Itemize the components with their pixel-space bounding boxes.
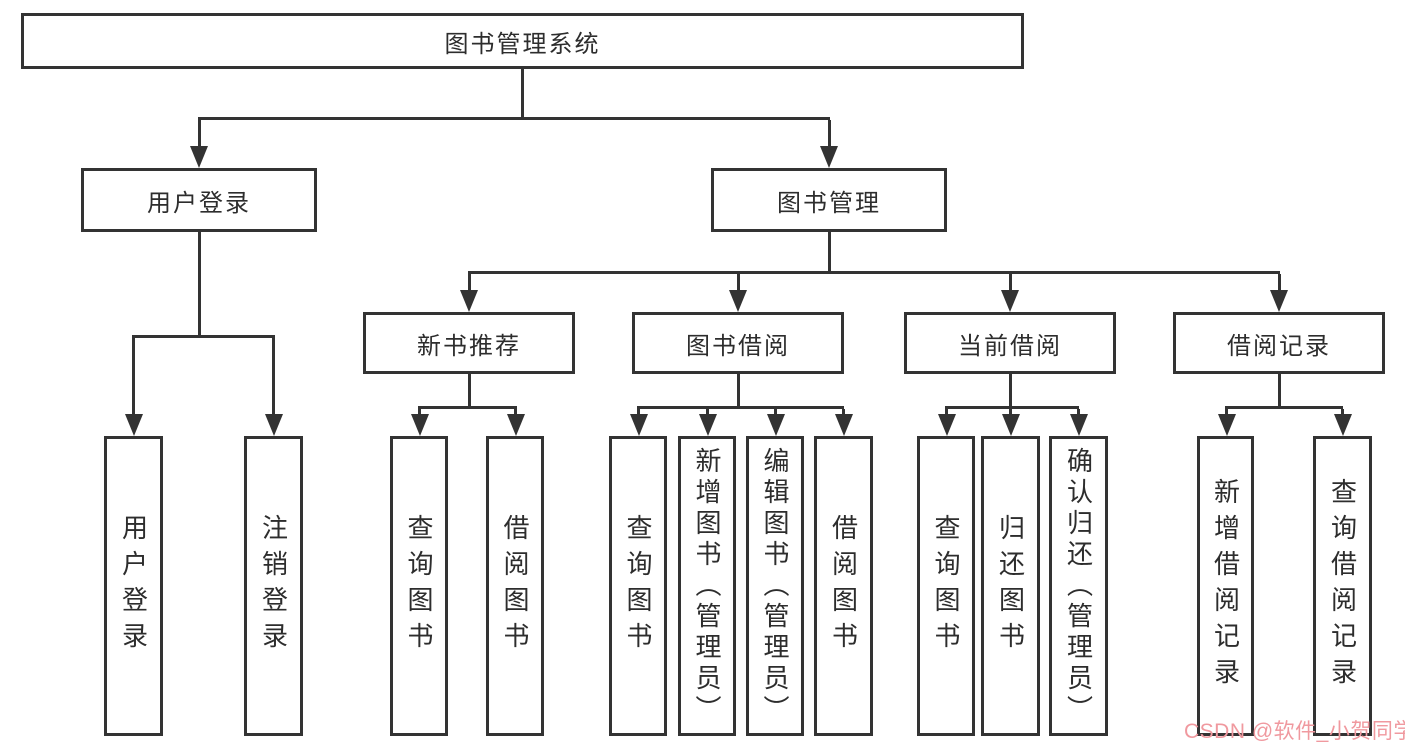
connector-borrowrecords-stem xyxy=(1278,374,1281,409)
arrow-to-current-borrowing xyxy=(1001,290,1019,312)
leaf-logout: 注销登录 xyxy=(244,436,303,736)
connector-book-mgmt-drop xyxy=(828,120,831,146)
connector-book-mgmt-stem xyxy=(828,232,831,274)
node-label: 新增借阅记录 xyxy=(1210,478,1241,694)
node-label: 查询借阅记录 xyxy=(1327,478,1358,694)
connector-leaf-logout-drop xyxy=(272,338,275,414)
connector-user-login-drop xyxy=(198,120,201,146)
connector-borrowrecords-drop xyxy=(1278,274,1281,290)
arrow-to-leaf-query-books-1 xyxy=(411,414,429,436)
node-label: 借阅图书 xyxy=(828,514,859,658)
connector-drop xyxy=(1341,409,1344,414)
node-label: 用户登录 xyxy=(118,514,149,658)
arrow-to-leaf-logout xyxy=(265,414,283,436)
node-label: 注销登录 xyxy=(258,514,289,658)
connector-currentborrow-rail xyxy=(945,406,1079,409)
arrow-to-leaf-add-books xyxy=(699,414,717,436)
watermark: CSDN @软件_小贺同学 xyxy=(1184,720,1405,743)
leaf-user-login: 用户登录 xyxy=(104,436,163,736)
leaf-add-borrow-record: 新增借阅记录 xyxy=(1197,436,1254,736)
connector-root-stem xyxy=(521,69,524,120)
node-label: 查询图书 xyxy=(931,514,961,658)
node-label: 确认归还（管理员） xyxy=(1063,446,1094,726)
leaf-borrow-books-2: 借阅图书 xyxy=(814,436,873,736)
leaf-query-books-2: 查询图书 xyxy=(609,436,667,736)
connector-book-mgmt-rail xyxy=(468,271,1280,274)
leaf-edit-books-admin: 编辑图书（管理员） xyxy=(746,436,804,736)
connector-drop xyxy=(945,409,948,414)
arrow-to-book-borrowing xyxy=(729,290,747,312)
node-book-management: 图书管理 xyxy=(711,168,947,232)
connector-drop xyxy=(1077,409,1080,414)
arrow-to-new-book-recommendation xyxy=(460,290,478,312)
node-label: 用户登录 xyxy=(147,189,251,217)
connector-drop xyxy=(774,409,777,414)
connector-currentborrow-drop xyxy=(1009,274,1012,290)
connector-drop xyxy=(637,409,640,414)
node-label: 图书管理系统 xyxy=(444,30,601,58)
leaf-confirm-return-admin: 确认归还（管理员） xyxy=(1049,436,1108,736)
connector-bookborrow-stem xyxy=(737,374,740,409)
node-library-management-system: 图书管理系统 xyxy=(21,13,1024,69)
arrow-to-leaf-borrow-books-2 xyxy=(835,414,853,436)
node-label: 编辑图书（管理员） xyxy=(760,446,790,726)
connector-bookborrow-drop xyxy=(737,274,740,290)
arrow-to-leaf-login xyxy=(125,414,143,436)
arrow-to-book-management xyxy=(820,146,838,168)
leaf-borrow-books-1: 借阅图书 xyxy=(486,436,544,736)
node-book-borrowing: 图书借阅 xyxy=(632,312,844,374)
connector-borrowrecords-rail xyxy=(1225,406,1343,409)
leaf-query-books-3: 查询图书 xyxy=(917,436,975,736)
node-label: 新书推荐 xyxy=(417,332,521,360)
connector-drop xyxy=(842,409,845,414)
connector-newbook-stem xyxy=(468,374,471,409)
leaf-return-books: 归还图书 xyxy=(981,436,1040,736)
leaf-query-books-1: 查询图书 xyxy=(390,436,448,736)
connector-newbook-drop xyxy=(468,274,471,290)
connector-newbook-rail xyxy=(418,406,517,409)
arrow-to-borrowing-records xyxy=(1270,290,1288,312)
arrow-to-user-login xyxy=(190,146,208,168)
connector-drop xyxy=(1225,409,1228,414)
node-label: 查询图书 xyxy=(623,514,653,658)
node-borrowing-records: 借阅记录 xyxy=(1173,312,1385,374)
leaf-add-books-admin: 新增图书（管理员） xyxy=(678,436,736,736)
connector-currentborrow-stem xyxy=(1009,374,1012,409)
arrow-to-leaf-query-borrow-record xyxy=(1334,414,1352,436)
connector-drop xyxy=(514,409,517,414)
node-current-borrowing: 当前借阅 xyxy=(904,312,1116,374)
node-label: 借阅图书 xyxy=(500,514,530,658)
node-label: 当前借阅 xyxy=(958,332,1062,360)
node-label: 图书管理 xyxy=(777,189,881,217)
arrow-to-leaf-add-borrow-record xyxy=(1218,414,1236,436)
connector-root-rail xyxy=(198,117,830,120)
node-new-book-recommendation: 新书推荐 xyxy=(363,312,575,374)
node-label: 新增图书（管理员） xyxy=(692,446,722,726)
connector-user-login-rail xyxy=(132,335,275,338)
node-label: 图书借阅 xyxy=(686,332,790,360)
connector-leaf-login-drop xyxy=(132,338,135,414)
connector-bookborrow-rail xyxy=(637,406,844,409)
connector-user-login-stem xyxy=(198,232,201,338)
arrow-to-leaf-confirm-return xyxy=(1070,414,1088,436)
arrow-to-leaf-edit-books xyxy=(767,414,785,436)
arrow-to-leaf-query-books-2 xyxy=(630,414,648,436)
node-label: 借阅记录 xyxy=(1227,332,1331,360)
arrow-to-leaf-query-books-3 xyxy=(938,414,956,436)
leaf-query-borrow-record: 查询借阅记录 xyxy=(1313,436,1372,736)
node-label: 归还图书 xyxy=(995,514,1026,658)
arrow-to-leaf-return-books xyxy=(1002,414,1020,436)
node-label: 查询图书 xyxy=(404,514,434,658)
connector-drop xyxy=(706,409,709,414)
node-user-login: 用户登录 xyxy=(81,168,317,232)
arrow-to-leaf-borrow-books-1 xyxy=(507,414,525,436)
connector-drop xyxy=(418,409,421,414)
connector-drop xyxy=(1009,409,1012,414)
